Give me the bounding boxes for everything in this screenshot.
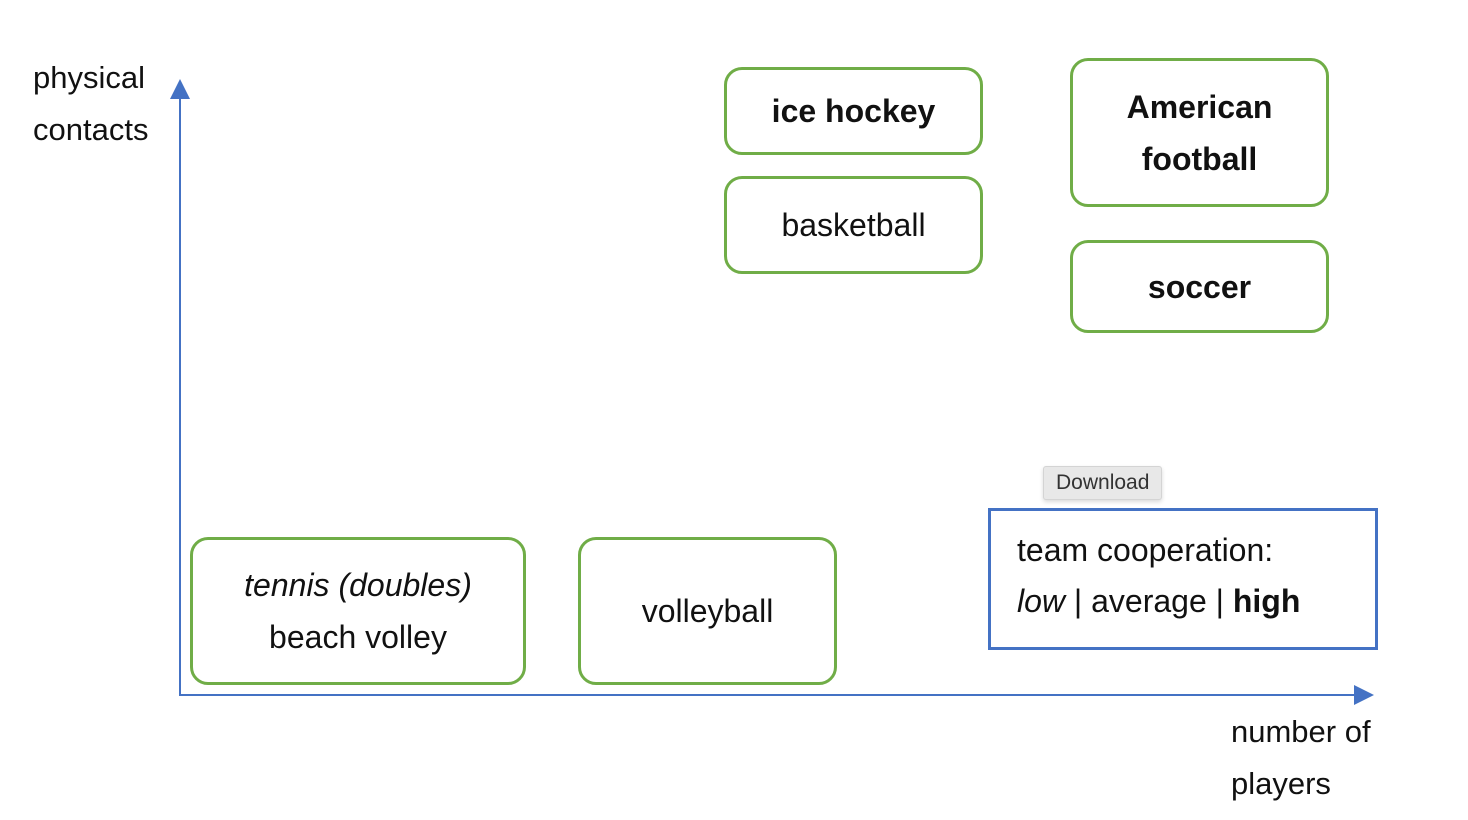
y-axis-arrow — [170, 79, 190, 99]
x-axis-label-line: players — [1231, 766, 1331, 801]
legend-high: high — [1232, 583, 1301, 619]
box-soccer: soccer — [1070, 240, 1329, 333]
box-volleyball: volleyball — [578, 537, 837, 685]
x-axis-label: number of players — [1231, 706, 1371, 810]
legend-low: low — [1017, 583, 1066, 619]
label: American — [1126, 88, 1273, 125]
legend: team cooperation: low | average | high — [988, 508, 1378, 650]
label: soccer — [1147, 268, 1252, 305]
label: volleyball — [641, 593, 774, 629]
x-axis-label-line: number of — [1231, 714, 1371, 749]
download-tooltip[interactable]: Download — [1043, 466, 1163, 500]
label: basketball — [781, 207, 926, 243]
y-axis-label-line: physical — [33, 60, 145, 95]
label: beach volley — [269, 619, 447, 655]
label: football — [1141, 140, 1258, 177]
legend-average: average — [1091, 583, 1207, 619]
separator: | — [1073, 583, 1083, 619]
separator: | — [1215, 583, 1224, 619]
x-axis-arrow — [1354, 685, 1374, 705]
label: ice hockey — [771, 93, 936, 129]
box-american-football: American football — [1070, 58, 1329, 207]
legend-title: team cooperation: — [1017, 532, 1274, 568]
label: tennis (doubles) — [244, 567, 472, 603]
y-axis-label: physical contacts — [33, 52, 148, 156]
box-basketball: basketball — [724, 176, 983, 274]
box-tennis-beach-volley: tennis (doubles) beach volley — [190, 537, 526, 685]
box-ice-hockey: ice hockey — [724, 67, 983, 155]
legend-levels: low | average | high — [1017, 576, 1375, 627]
y-axis-label-line: contacts — [33, 112, 149, 147]
